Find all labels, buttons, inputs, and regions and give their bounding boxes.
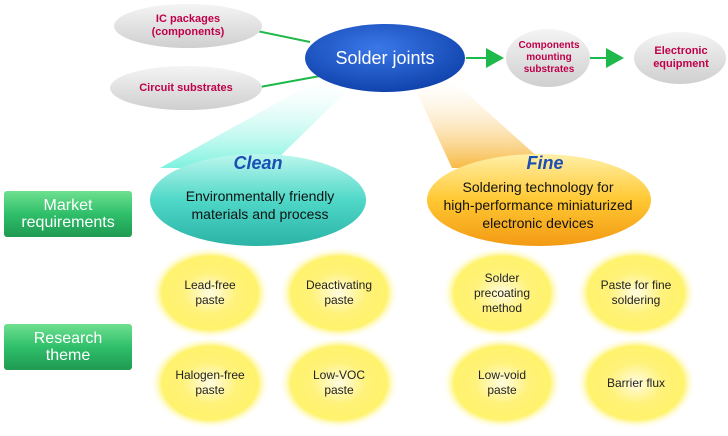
- components-mounting-node: [506, 29, 590, 87]
- theme-fine-soldering: Paste for fine soldering: [600, 278, 672, 307]
- theme-glow: [150, 247, 270, 339]
- fine-description: Soldering technology for high-performanc…: [443, 179, 633, 231]
- theme-low-void: Low-void paste: [477, 368, 527, 397]
- fine-title: Fine: [526, 152, 564, 173]
- ic-packages-label: IC packages (components): [151, 13, 225, 38]
- market-requirements-label: Market requirements: [21, 197, 115, 231]
- theme-glow: [150, 337, 270, 429]
- circuit-substrates-label: Circuit substrates: [139, 81, 233, 94]
- theme-glow: [576, 247, 696, 339]
- theme-low-voc: Low-VOC paste: [312, 368, 365, 397]
- theme-deactivating: Deactivating paste: [305, 278, 373, 307]
- fine-beam: [412, 80, 550, 168]
- electronic-equipment-label: Electronic equipment: [653, 45, 709, 70]
- research-theme-label: Research theme: [33, 330, 103, 364]
- market-requirements-box: [4, 191, 132, 237]
- theme-glow: [279, 247, 399, 339]
- components-mounting-label: Components mounting substrates: [518, 40, 580, 75]
- clean-title: Clean: [233, 152, 283, 173]
- research-theme-box: [4, 324, 132, 370]
- solder-joints-node: [305, 24, 465, 92]
- theme-solder-precoating: Solder precoating method: [473, 270, 531, 315]
- ic-packages-node: [114, 4, 262, 48]
- theme-barrier-flux: Barrier flux: [606, 375, 665, 390]
- fine-ellipse: [427, 154, 651, 246]
- circuit-substrates-node: [110, 66, 262, 110]
- theme-lead-free: Lead-free paste: [184, 278, 236, 307]
- connector-ic: [251, 29, 311, 43]
- theme-halogen-free: Halogen-free paste: [175, 368, 245, 397]
- theme-glow: [279, 337, 399, 429]
- theme-glow: [442, 247, 562, 339]
- connector-substrates: [259, 75, 321, 88]
- theme-glow: [576, 337, 696, 429]
- solder-joints-label: Solder joints: [335, 47, 435, 68]
- electronic-equipment-node: [634, 32, 726, 84]
- clean-beam: [160, 80, 356, 168]
- clean-description: Environmentally friendly materials and p…: [185, 188, 335, 222]
- theme-glow: [442, 337, 562, 429]
- clean-ellipse: [150, 154, 366, 246]
